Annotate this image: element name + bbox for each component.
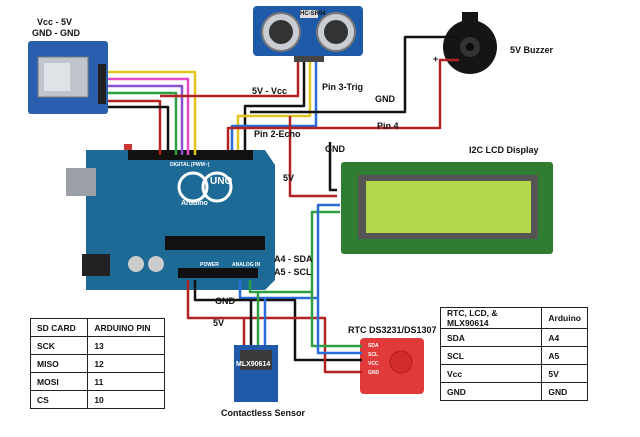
lcd-display [341,162,553,254]
table-cell: CS [29,390,89,409]
rtc-pin-sda: SDA [368,343,379,349]
a4-sda-label: A4 - SDA [274,254,313,264]
table-cell: 12 [87,354,165,373]
table-cell: GND [439,382,543,401]
gnd-mid-label: GND [325,144,345,154]
table-row: CS 10 [29,390,165,409]
table-header-cell: SD CARD [29,318,89,337]
mlx-chip-label: MLX90614 [236,361,271,368]
table-cell: 10 [87,390,165,409]
gnd-bottom-label: GND [215,296,235,306]
table-cell: MOSI [29,372,89,391]
i2c-pin-table: RTC, LCD, & MLX90614 Arduino SDA A4 SCL … [439,307,588,401]
ultrasonic-sensor [253,6,363,62]
table-header-cell: RTC, LCD, & MLX90614 [439,307,543,329]
5v-bottom-label: 5V [213,318,225,328]
table-cell: A4 [541,328,588,347]
table-row: SDA A4 [439,328,588,347]
wires [108,35,459,374]
table-cell: Vcc [439,364,543,383]
lcd-label: I2C LCD Display [469,145,539,155]
board-digital-text: DIGITAL (PWM~) [170,162,210,168]
table-cell: 11 [87,372,165,391]
sd-gnd-label: GND - GND [32,28,80,38]
a5-scl-label: A5 - SCL [274,267,312,277]
vcc-5v-label: 5V - Vcc [252,86,288,96]
sd-power-label: Vcc - 5V [37,17,73,27]
buzzer-label: 5V Buzzer [510,45,554,55]
sd-card-pin-table: SD CARD ARDUINO PIN SCK 13 MISO 12 MOSI … [29,318,165,409]
gnd-buzzer-label: GND [375,94,395,104]
buzzer-minus-label: − [433,32,439,42]
table-row: MOSI 11 [29,372,165,391]
pin2-echo-label: Pin 2-Echo [254,129,301,139]
table-row: SCK 13 [29,336,165,355]
buzzer-plus-label: + [433,54,439,64]
sd-card-module [28,41,108,114]
table-header-row: RTC, LCD, & MLX90614 Arduino [439,307,588,329]
table-cell: GND [541,382,588,401]
table-header-row: SD CARD ARDUINO PIN [29,318,165,337]
board-power-text: POWER [200,262,219,268]
table-cell: 5V [541,364,588,383]
board-uno-text: UNO [210,176,233,187]
rtc-module [360,338,424,394]
ultrasonic-chip-text: HC-SR04 [300,11,326,17]
table-cell: SCL [439,346,543,365]
pin4-label: Pin 4 [377,121,399,131]
buzzer [443,12,497,74]
table-header-cell: ARDUINO PIN [87,318,165,337]
rtc-pin-vcc: VCC [368,361,379,367]
table-cell: SDA [439,328,543,347]
table-cell: MISO [29,354,89,373]
table-row: SCL A5 [439,346,588,365]
board-arduino-text: Arduino [181,200,208,207]
5v-mid-label: 5V [283,173,295,183]
rtc-pin-scl: SCL [368,352,378,358]
table-cell: 13 [87,336,165,355]
rtc-label: RTC DS3231/DS1307 [348,325,437,335]
arduino-board [66,144,275,290]
rtc-pin-gnd: GND [368,370,380,376]
sensor-label: Contactless Sensor [221,408,306,418]
table-row: Vcc 5V [439,364,588,383]
table-cell: SCK [29,336,89,355]
table-cell: A5 [541,346,588,365]
pin3-trig-label: Pin 3-Trig [322,82,364,92]
table-row: GND GND [439,382,588,401]
mlx90614-sensor [234,345,278,402]
table-header-cell: Arduino [541,307,588,329]
table-row: MISO 12 [29,354,165,373]
board-analog-text: ANALOG IN [232,262,261,268]
